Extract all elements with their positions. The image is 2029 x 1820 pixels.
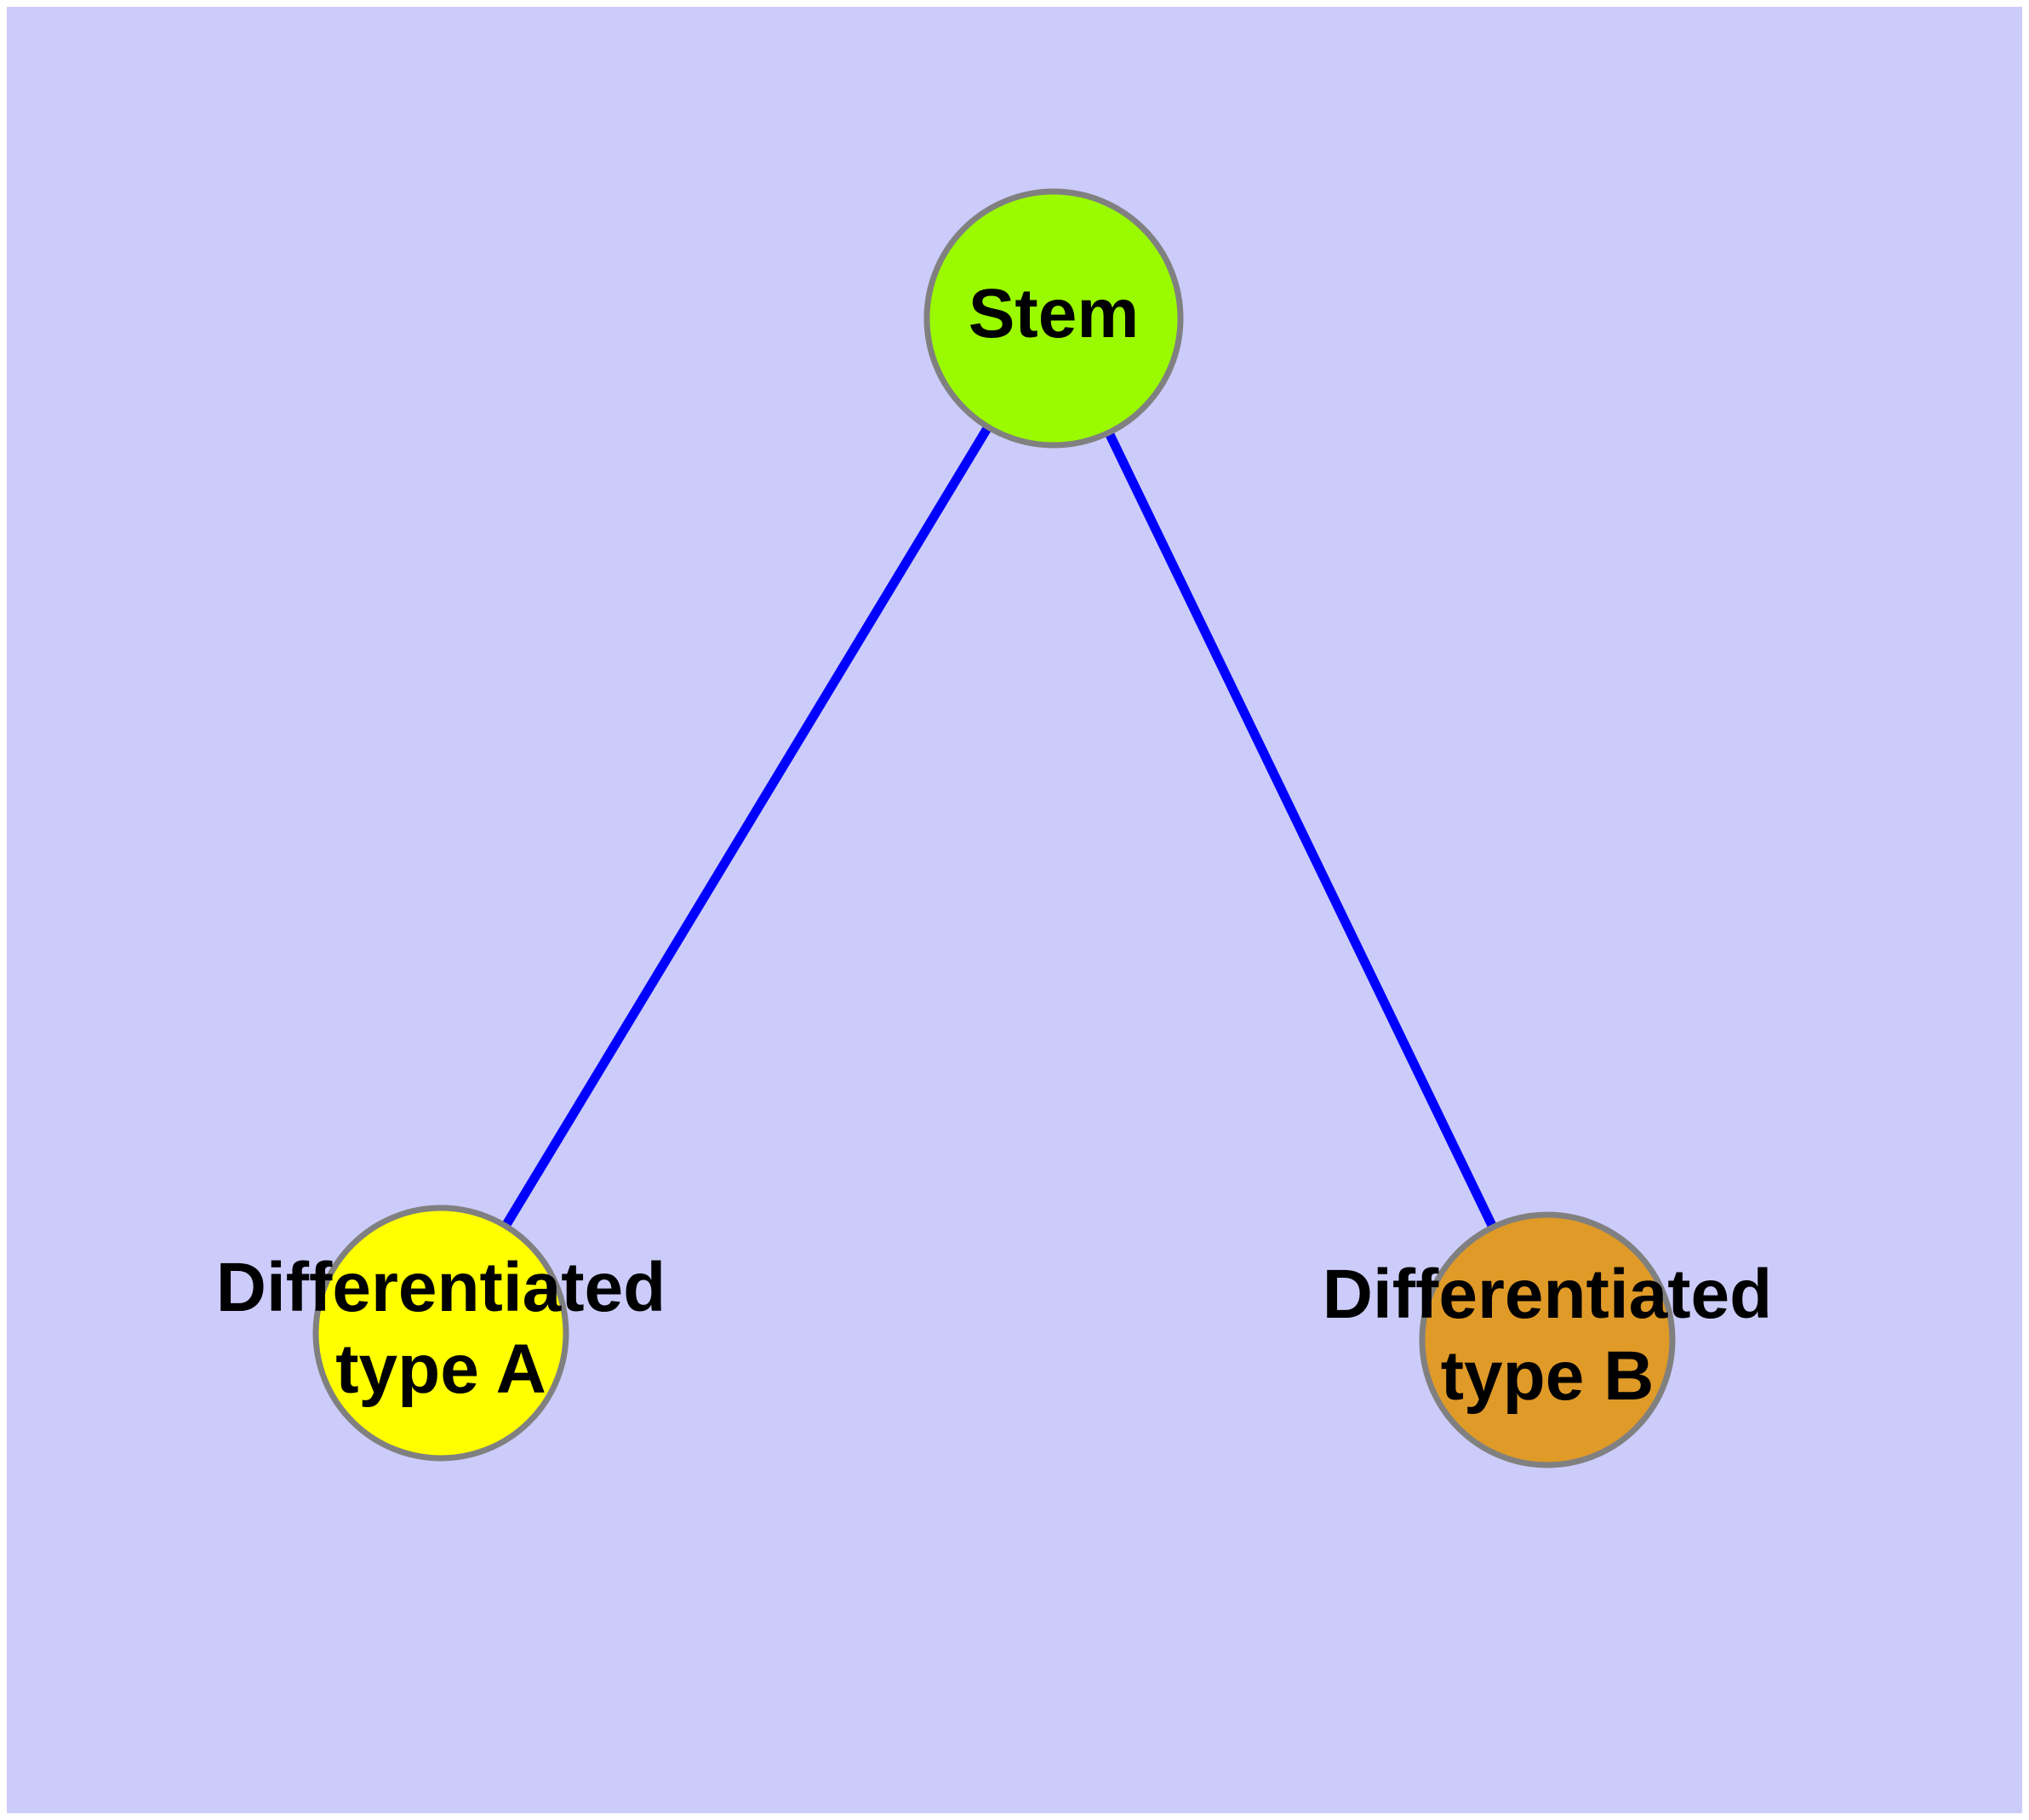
- node-circle-diff_b[interactable]: [1419, 1211, 1676, 1468]
- graph-node-stem[interactable]: Stem: [923, 188, 1184, 449]
- node-label-line: Differentiated: [1323, 1256, 1773, 1333]
- node-circle-stem[interactable]: [923, 188, 1184, 449]
- node-circle-diff_a[interactable]: [312, 1205, 569, 1462]
- node-label-line: Differentiated: [216, 1249, 666, 1326]
- node-label-line: Stem: [969, 275, 1140, 352]
- graph-edge-stem-to-diff_b: [1049, 316, 1552, 1342]
- edge-layer: [437, 316, 1552, 1342]
- node-label-line: type B: [1441, 1337, 1655, 1415]
- node-label-line: type A: [335, 1331, 546, 1408]
- node-label-stem: Stem: [969, 275, 1140, 352]
- graph-edge-stem-to-diff_a: [437, 316, 1058, 1336]
